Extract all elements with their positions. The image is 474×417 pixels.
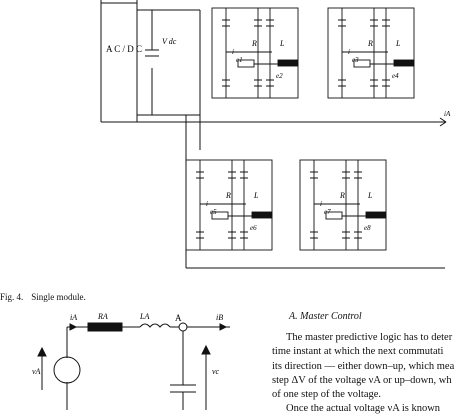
- resistor-label: R: [225, 191, 231, 200]
- vdc-label: V dc: [162, 37, 177, 46]
- inductor-label: L: [395, 39, 401, 48]
- emf-label: e4: [392, 72, 399, 80]
- current-label: i: [348, 48, 350, 56]
- top-module-2: R L e3 e4 i: [327, 7, 415, 99]
- emf-label: e2: [276, 72, 283, 80]
- caption-text: Single module.: [31, 292, 86, 302]
- bottom-module-2: R L e7 e8 i: [299, 159, 387, 251]
- inductor-label: L: [253, 191, 259, 200]
- text-line: step ΔV of the voltage νA or up–down, wh: [272, 374, 452, 386]
- current-label: i: [206, 200, 208, 208]
- capacitor-voltage-label: vc: [212, 367, 220, 376]
- inductor-label: L: [279, 39, 285, 48]
- resistor-label: R: [339, 191, 345, 200]
- resistor-label: R: [251, 39, 257, 48]
- bottom-module-1: R L e5 e6 i: [185, 159, 273, 251]
- emf-label: e6: [250, 224, 257, 232]
- resistor-label: RA: [97, 312, 108, 321]
- caption-label: Fig. 4.: [0, 292, 24, 302]
- current-label: iB: [216, 313, 223, 322]
- current-label: i: [232, 48, 234, 56]
- source-label: vA: [32, 367, 41, 376]
- section-heading: A. Master Control: [289, 311, 362, 322]
- inductor-label: L: [367, 191, 373, 200]
- emf-label: e1: [236, 56, 243, 64]
- text-line: of one step of the voltage.: [272, 389, 382, 401]
- body-text: The master predictive logic has to deter…: [272, 331, 474, 417]
- emf-label: e8: [364, 224, 371, 232]
- text-line: time instant at which the next commutati: [272, 346, 444, 358]
- converter-label: A C / D C: [106, 44, 142, 54]
- equivalent-circuit: iA RA LA A iB vA vc: [32, 312, 230, 410]
- current-label: iA: [70, 313, 77, 322]
- emf-label: e7: [324, 208, 331, 216]
- text-line: Once the actual voltage νA is known: [286, 403, 441, 415]
- inductor-label: LA: [139, 312, 149, 321]
- circuit-figure: R L e1 e2 i R L e3 e4 i: [100, 0, 451, 269]
- figure-caption: Fig. 4. Single module.: [0, 292, 86, 302]
- output-current-label: iA: [444, 110, 451, 118]
- emf-label: e5: [210, 208, 217, 216]
- current-label: i: [320, 200, 322, 208]
- emf-label: e3: [352, 56, 359, 64]
- node-label: A: [175, 313, 182, 323]
- top-module-1: R L e1 e2 i: [211, 7, 299, 99]
- text-line: its direction — either down–up, which me…: [272, 360, 455, 372]
- resistor-label: R: [367, 39, 373, 48]
- text-line: The master predictive logic has to deter: [286, 332, 453, 343]
